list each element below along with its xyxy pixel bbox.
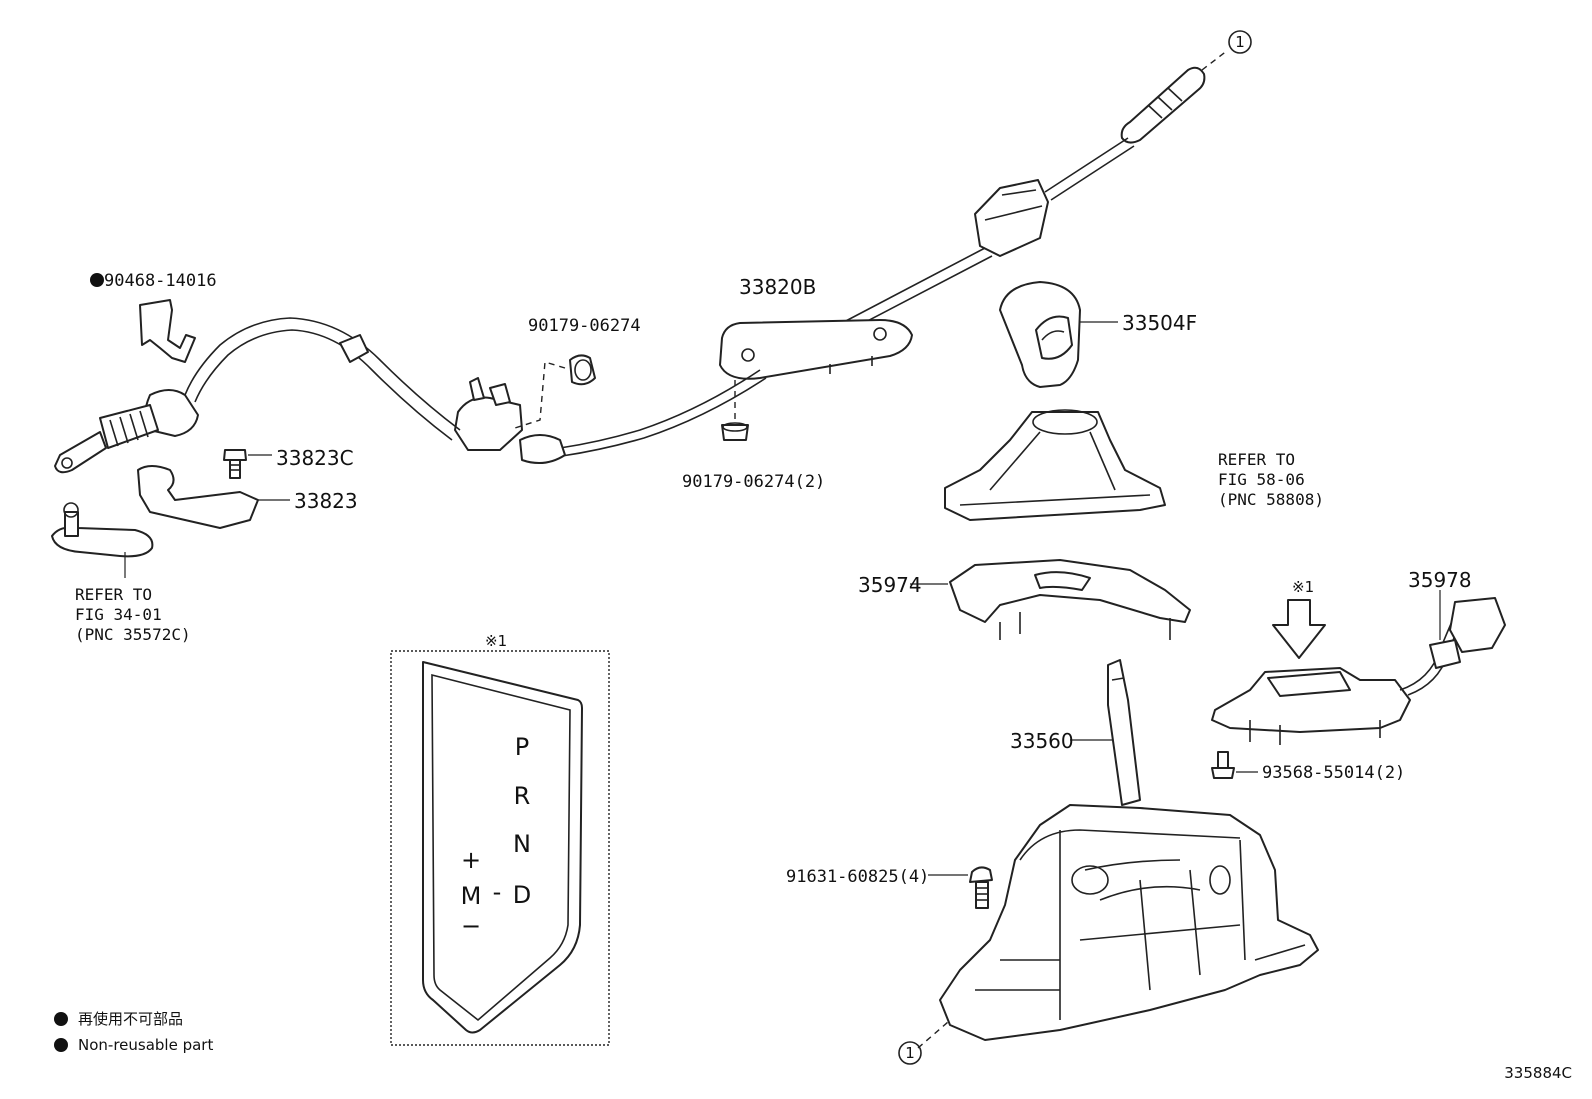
lever-ref-part bbox=[51, 502, 154, 578]
gate-letter-dash: - bbox=[493, 878, 502, 906]
shift-cable-assembly bbox=[54, 66, 1206, 474]
label-33820b: 33820B bbox=[739, 275, 816, 299]
legend: 再使用不可部品 Non-reusable part bbox=[54, 1010, 213, 1054]
ref-circle-top-text: 1 bbox=[1235, 33, 1245, 51]
label-93568-55014-2: 93568-55014(2) bbox=[1262, 763, 1405, 783]
gate-letter-minus: − bbox=[461, 912, 481, 940]
bolt-part-91631 bbox=[928, 866, 993, 909]
label-35978: 35978 bbox=[1408, 568, 1472, 592]
shift-bezel-ref bbox=[944, 409, 1166, 521]
grommet-part bbox=[514, 354, 596, 429]
figure-id: 335884C bbox=[1504, 1064, 1572, 1082]
ref-circle-bottom: 1 bbox=[898, 1041, 922, 1065]
gate-letter-p: P bbox=[515, 733, 529, 761]
legend-en: Non-reusable part bbox=[78, 1036, 213, 1054]
gate-letter-plus: + bbox=[461, 846, 481, 874]
note-mark-inset: ※1 bbox=[485, 632, 507, 650]
gate-letter-r: R bbox=[514, 782, 531, 810]
label-90179-06274-2: 90179-06274(2) bbox=[682, 472, 825, 492]
legend-dot-icon bbox=[54, 1038, 68, 1052]
ref-fig58-line1: REFER TO bbox=[1218, 450, 1295, 469]
label-90179-06274: 90179-06274 bbox=[528, 316, 641, 336]
bolt-part-33823c bbox=[223, 449, 272, 479]
position-sensor-35978 bbox=[1211, 590, 1506, 745]
gate-letter-n: N bbox=[513, 830, 531, 858]
screw-part-93568 bbox=[1211, 751, 1258, 779]
arrow-down-icon bbox=[1272, 599, 1326, 659]
label-33560: 33560 bbox=[1010, 729, 1074, 753]
ref-fig58-line3: (PNC 58808) bbox=[1218, 490, 1324, 509]
ref-line-bottom bbox=[917, 1021, 949, 1049]
non-reusable-dot-icon bbox=[90, 273, 104, 287]
legend-jp: 再使用不可部品 bbox=[78, 1010, 183, 1028]
note-mark-sensor: ※1 bbox=[1292, 578, 1314, 596]
label-35974: 35974 bbox=[858, 573, 922, 597]
label-90468-14016: 90468-14016 bbox=[104, 271, 217, 291]
gate-plate-inset: P R N D + M - − bbox=[390, 650, 610, 1046]
ref-fig34-line3: (PNC 35572C) bbox=[75, 625, 191, 644]
nut-part bbox=[721, 380, 749, 441]
label-33823c: 33823C bbox=[276, 446, 354, 470]
gate-letter-m: M bbox=[461, 882, 482, 910]
clip-part bbox=[139, 299, 196, 363]
ref-circle-top: 1 bbox=[1228, 30, 1252, 54]
legend-dot-icon bbox=[54, 1012, 68, 1026]
ref-fig58-line2: FIG 58-06 bbox=[1218, 470, 1305, 489]
shift-knob-33504f bbox=[999, 281, 1118, 388]
label-33504f: 33504F bbox=[1122, 311, 1197, 335]
ref-circle-bottom-text: 1 bbox=[905, 1044, 915, 1062]
label-33823: 33823 bbox=[294, 489, 358, 513]
gate-letter-d: D bbox=[513, 881, 531, 909]
ref-line-top bbox=[1201, 49, 1229, 71]
bracket-part-33823 bbox=[137, 465, 290, 529]
label-91631-60825-4: 91631-60825(4) bbox=[786, 867, 929, 887]
indicator-housing-35974 bbox=[910, 559, 1191, 640]
shift-lever-assembly-33560 bbox=[939, 659, 1319, 1041]
ref-fig34-line1: REFER TO bbox=[75, 585, 152, 604]
ref-fig34-line2: FIG 34-01 bbox=[75, 605, 162, 624]
